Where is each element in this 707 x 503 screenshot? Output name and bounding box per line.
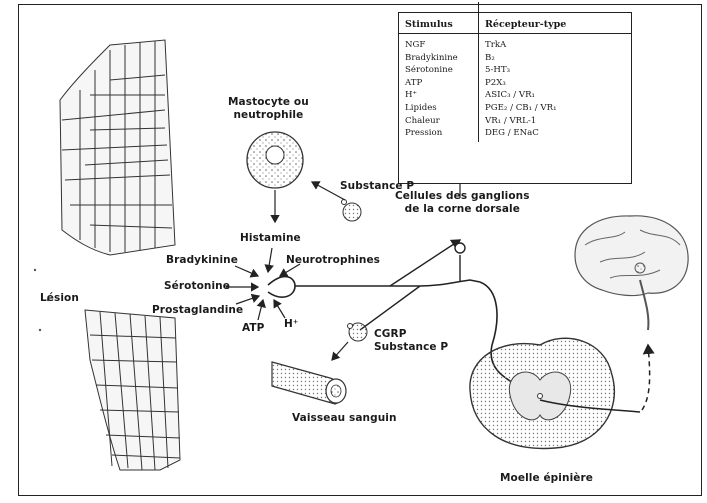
- table-cell: Sérotonine: [405, 64, 479, 77]
- arrow-h-plus: [274, 300, 285, 318]
- table-cell: ATP: [405, 77, 479, 90]
- tissue-upper-icon: [60, 40, 175, 255]
- table-cell: ASIC₃ / VR₁: [479, 89, 625, 102]
- vesicle-cgrp-icon: [348, 323, 368, 341]
- label-serotonine: Sérotonine: [164, 280, 230, 292]
- mastocyte-icon: [247, 132, 303, 188]
- table-cell: DEG / ENaC: [479, 127, 625, 140]
- table-cell: P2X₃: [479, 77, 625, 90]
- label-mastocyte: Mastocyte ou neutrophile: [228, 96, 309, 122]
- table-cell: TrkA: [479, 39, 625, 52]
- header-receptor: Récepteur-type: [479, 19, 625, 30]
- table-cell: Bradykinine: [405, 52, 479, 65]
- axon-lower-branch: [360, 286, 420, 330]
- header-stimulus: Stimulus: [405, 19, 479, 30]
- axon-upper-branch: [390, 240, 460, 286]
- label-moelle: Moelle épinière: [500, 472, 593, 484]
- table-cell: B₂: [479, 52, 625, 65]
- tissue-lower-icon: [85, 310, 180, 470]
- arrow-bradykinine: [235, 266, 258, 276]
- label-cgrp-substance-p: CGRP Substance P: [374, 328, 448, 354]
- ganglion-cell-icon: [455, 243, 465, 253]
- label-ganglion-cells: Cellules des ganglions de la corne dorsa…: [395, 190, 530, 216]
- table-header: Stimulus Récepteur-type: [399, 13, 631, 34]
- brain-icon: [575, 216, 688, 330]
- label-h-plus: H⁺: [284, 318, 299, 330]
- table-cell: PGE₂ / CB₁ / VR₁: [479, 102, 625, 115]
- label-histamine: Histamine: [240, 232, 301, 244]
- nerve-ending: [268, 277, 295, 298]
- label-neurotrophines: Neurotrophines: [286, 254, 380, 266]
- table-cell: VR₁ / VRL-1: [479, 115, 625, 128]
- spinal-cord-icon: [470, 338, 614, 448]
- table-cell: Pression: [405, 127, 479, 140]
- label-bradykinine: Bradykinine: [166, 254, 238, 266]
- arrow-cgrp-to-vessel: [332, 342, 348, 360]
- table-cell: H⁺: [405, 89, 479, 102]
- axon-main: [295, 280, 480, 286]
- table-cell: Chaleur: [405, 115, 479, 128]
- table-cell: Lipides: [405, 102, 479, 115]
- label-vaisseau: Vaisseau sanguin: [292, 412, 397, 424]
- table-cell: 5-HT₃: [479, 64, 625, 77]
- table-cell: NGF: [405, 39, 479, 52]
- arrow-atp: [258, 300, 263, 320]
- arrow-histamine: [268, 248, 272, 272]
- blood-vessel-icon: [272, 362, 346, 404]
- label-lesion: Lésion: [40, 292, 79, 304]
- ascending-pathway: [642, 345, 650, 410]
- label-prostaglandine: Prostaglandine: [152, 304, 243, 316]
- arrow-prostaglandine: [236, 296, 259, 304]
- table-divider: [478, 2, 479, 142]
- label-atp: ATP: [242, 322, 264, 334]
- table-row: H⁺ASIC₃ / VR₁: [405, 89, 625, 102]
- vesicle-substance-p-icon: [342, 200, 362, 222]
